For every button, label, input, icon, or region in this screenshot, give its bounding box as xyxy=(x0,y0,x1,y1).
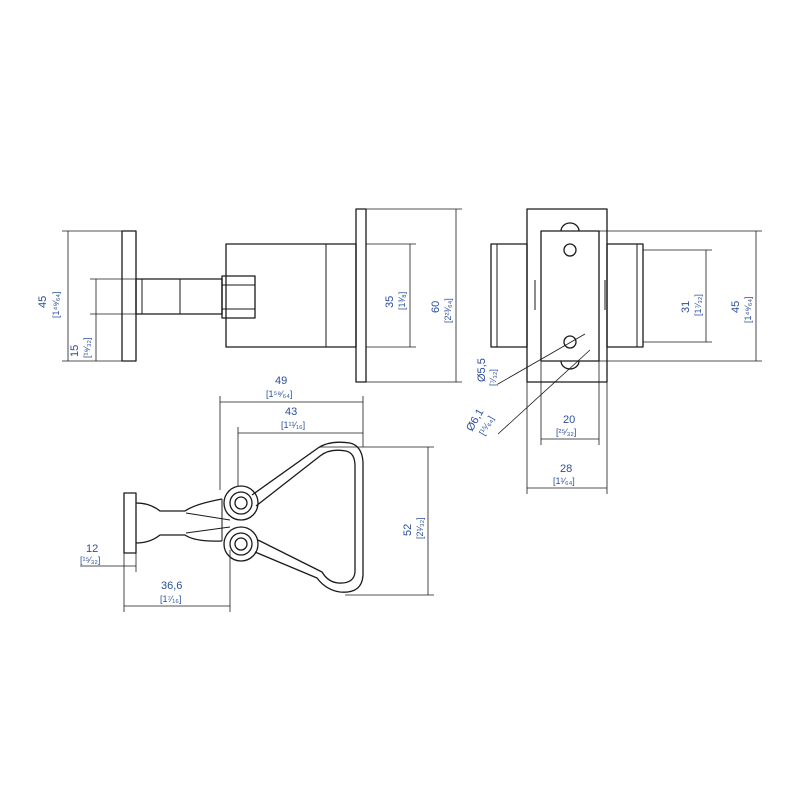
end-view: 31 [1⁷⁄₃₂] 45 [1⁴⁹⁄₆₄] Ø5,5 [⁷⁄₃₂] Ø6,1 … xyxy=(464,208,762,494)
dim-dia55-label: Ø5,5 xyxy=(476,358,488,382)
side-mounting-plate xyxy=(121,230,137,362)
dim-366-label: 36,6 xyxy=(161,580,182,592)
dim-45-end-imperial: [1⁴⁹⁄₆₄] xyxy=(743,296,753,323)
dim-52-imperial: [2¹⁄₃₂] xyxy=(415,517,425,539)
dim-31-imperial: [1⁷⁄₃₂] xyxy=(693,294,703,316)
dim-12-imperial: [¹⁵⁄₃₂] xyxy=(80,555,100,565)
dim-45-side-label: 45 xyxy=(37,296,49,308)
dim-60-label: 60 xyxy=(430,301,442,313)
top-shaft-upper xyxy=(135,498,223,512)
dim-52-label: 52 xyxy=(402,524,414,536)
end-plate xyxy=(526,208,608,383)
dim-dia55-imperial: [⁷⁄₃₂] xyxy=(488,369,498,386)
side-shaft xyxy=(135,278,223,315)
dim-15-label: 15 xyxy=(69,345,81,357)
dim-49-label: 49 xyxy=(275,375,287,387)
dim-43-imperial: [1¹¹⁄₁₆] xyxy=(281,420,305,430)
dim-45-end-label: 45 xyxy=(730,301,742,313)
dim-12-label: 12 xyxy=(86,543,98,555)
side-knuckle xyxy=(221,275,256,319)
dim-31-label: 31 xyxy=(680,301,692,313)
top-mounting-plate xyxy=(123,492,137,554)
dim-28-label: 28 xyxy=(560,463,572,475)
dim-20-label: 20 xyxy=(563,414,575,426)
top-shaft-lower xyxy=(135,534,223,544)
end-bottom-notch xyxy=(560,360,580,370)
top-view: 49 [1⁵⁹⁄₆₄] 43 [1¹¹⁄₁₆] 52 [2¹⁄₃₂] 12 [¹… xyxy=(80,375,434,612)
end-shaft-right xyxy=(606,243,644,348)
dim-43-label: 43 xyxy=(285,406,297,418)
end-shaft-left xyxy=(490,243,528,348)
side-back-plate xyxy=(355,208,367,383)
dim-35-label: 35 xyxy=(384,296,396,308)
dim-28-imperial: [1¹⁄₆₄] xyxy=(553,476,575,486)
dim-45-side-imperial: [1⁴⁹⁄₆₄] xyxy=(51,291,61,318)
dim-60-imperial: [2²³⁄₆₄] xyxy=(443,298,453,323)
top-coil-upper xyxy=(223,485,259,521)
top-coil-lower xyxy=(223,526,259,562)
side-view: 45 [1⁴⁹⁄₆₄] 15 [¹⁹⁄₃₂] 35 [1³⁄₈] 60 [2²³… xyxy=(37,208,462,383)
dim-20-imperial: [²⁵⁄₃₂] xyxy=(556,427,576,437)
dim-49-imperial: [1⁵⁹⁄₆₄] xyxy=(266,389,292,399)
side-body xyxy=(225,243,357,348)
end-hole-top xyxy=(563,243,577,257)
top-spring-arm-inner xyxy=(255,449,356,584)
end-hole-bottom xyxy=(563,335,577,349)
top-spring-arm xyxy=(251,441,364,593)
dim-15-imperial: [¹⁹⁄₃₂] xyxy=(82,337,92,358)
end-inner-plate xyxy=(540,230,600,362)
dim-366-imperial: [1⁷⁄₁₆] xyxy=(160,594,181,604)
dim-35-imperial: [1³⁄₈] xyxy=(397,292,407,310)
end-top-notch xyxy=(560,222,580,232)
